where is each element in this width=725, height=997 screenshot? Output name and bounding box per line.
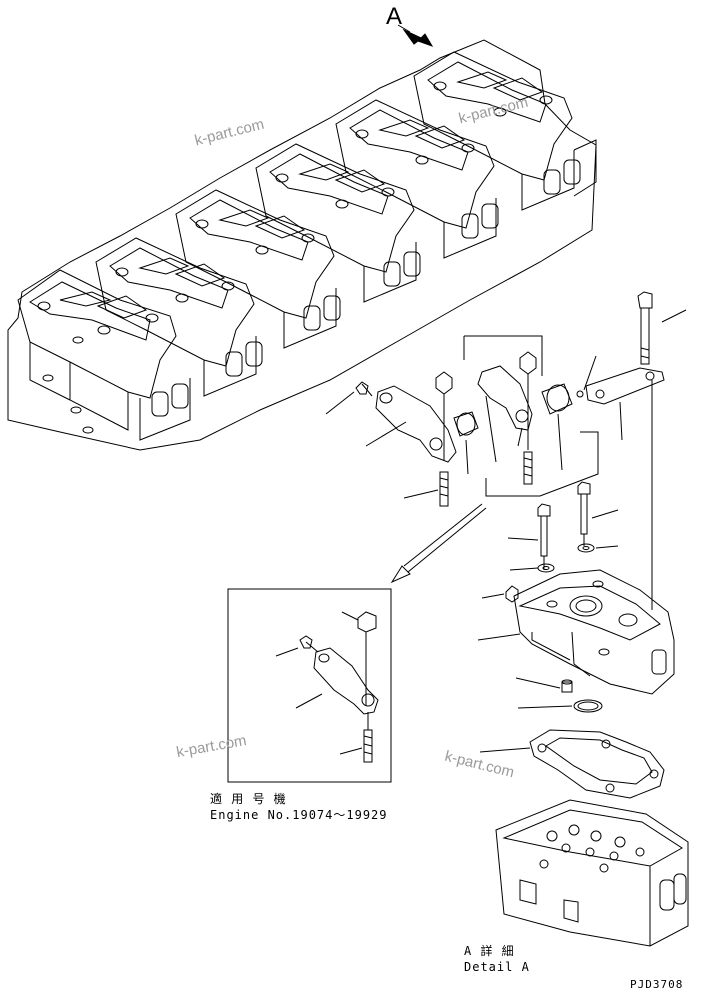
view-letter: A — [386, 3, 403, 30]
inset-frame — [228, 589, 391, 782]
cylinder-head-row — [8, 40, 596, 450]
leader-lines — [326, 310, 686, 752]
detail-caption-en: Detail A — [464, 960, 530, 974]
detail-caption-jp: A 詳 細 — [464, 944, 515, 958]
view-arrow — [398, 25, 432, 46]
inset-caption-en: Engine No.19074～19929 — [210, 808, 388, 822]
rocker-parts-exploded — [356, 292, 688, 946]
figure-code: PJD3708 — [630, 978, 684, 991]
inset-caption-jp: 適 用 号 機 — [210, 792, 287, 806]
